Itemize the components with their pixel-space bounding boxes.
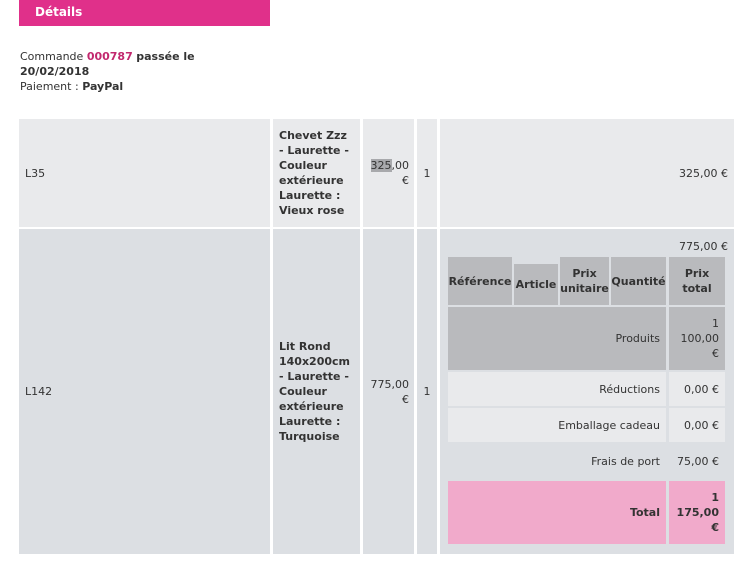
inner-header-unit-price: Prix unitaire	[560, 257, 609, 305]
order-number-link[interactable]: 000787	[86, 50, 133, 63]
row-unit-price-cell: 775,00 €	[363, 229, 414, 554]
row-reference-cell: L35	[19, 119, 270, 227]
details-title: Détails	[35, 5, 83, 19]
order-placed-word: passée le	[136, 50, 195, 63]
inner-header-article: Article	[514, 264, 558, 305]
row-unit-price-cell: 325,00 €	[363, 119, 414, 227]
inner-header-quantity: Quantité	[611, 257, 666, 305]
giftwrap-value: 0,00 €	[669, 408, 725, 442]
details-header-bar: Détails	[19, 0, 270, 26]
discounts-label: Réductions	[448, 372, 666, 406]
row-total: 775,00 €	[679, 240, 728, 253]
row-article-cell: Chevet Zzz - Laurette - Couleur extérieu…	[273, 119, 360, 227]
shipping-value: 75,00 €	[677, 454, 719, 468]
payment-method: PayPal	[82, 80, 124, 93]
inner-header-reference: Référence	[448, 257, 512, 305]
row-quantity-cell: 1	[417, 119, 437, 227]
row-quantity: 1	[423, 166, 431, 180]
unit-price-rest: ,00 €	[391, 159, 410, 187]
row-article: Lit Rond 140x200cm - Laurette - Couleur …	[279, 340, 351, 443]
row-total: 325,00 €	[679, 166, 728, 180]
row-quantity-cell: 1	[417, 229, 437, 554]
order-date: 20/02/2018	[20, 65, 90, 78]
row-reference: L35	[25, 166, 46, 180]
products-value: 1 100,00 €	[669, 307, 725, 370]
payment-label: Paiement :	[20, 80, 79, 93]
row-reference-cell: L142	[19, 229, 270, 554]
products-label: Produits	[448, 307, 666, 370]
row-article-cell: Lit Rond 140x200cm - Laurette - Couleur …	[273, 229, 360, 554]
row-article: Chevet Zzz - Laurette - Couleur extérieu…	[279, 129, 349, 217]
order-prefix: Commande	[20, 50, 84, 63]
row-unit-price: 775,00 €	[370, 377, 410, 406]
discounts-value: 0,00 €	[669, 372, 725, 406]
row-reference: L142	[25, 385, 53, 398]
row-total-cell: 325,00 €	[440, 119, 734, 227]
unit-price-highlight: 325	[370, 159, 392, 172]
giftwrap-label: Emballage cadeau	[448, 408, 666, 442]
order-summary: Commande 000787 passée le 20/02/2018 Pai…	[20, 49, 230, 94]
row-quantity: 1	[423, 385, 431, 398]
total-label: Total	[448, 481, 666, 544]
total-value: 1 175,00 €	[669, 481, 725, 544]
inner-header-total: Prix total	[669, 257, 725, 305]
shipping-label: Frais de port	[591, 454, 660, 468]
